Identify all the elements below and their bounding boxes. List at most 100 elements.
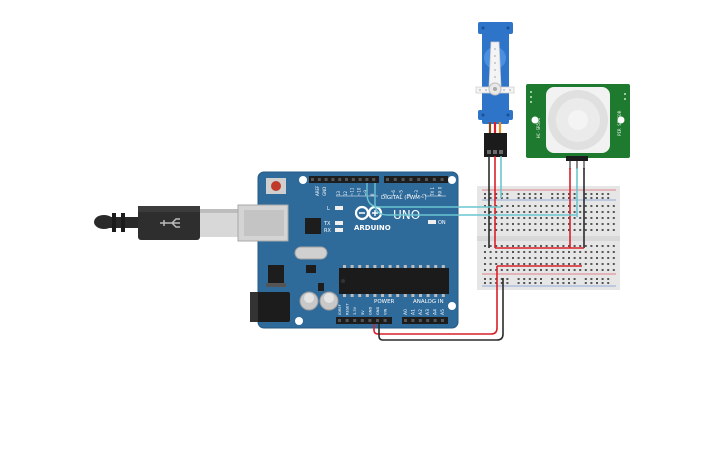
breadboard-hole[interactable] [601,223,604,225]
breadboard-hole[interactable] [512,263,514,265]
breadboard-hole[interactable] [506,278,509,280]
breadboard-hole[interactable] [596,197,598,199]
breadboard-hole[interactable] [540,197,542,199]
header-pin[interactable] [404,319,407,322]
breadboard-hole[interactable] [484,263,486,265]
header-pin[interactable] [393,178,397,181]
breadboard-hole[interactable] [517,193,520,195]
breadboard-hole[interactable] [484,217,486,219]
breadboard-hole[interactable] [528,269,531,271]
breadboard-hole[interactable] [528,193,531,195]
breadboard-hole[interactable] [579,245,582,247]
breadboard-hole[interactable] [584,223,587,225]
breadboard-hole[interactable] [607,229,610,231]
breadboard-hole[interactable] [590,217,593,219]
breadboard-hole[interactable] [562,245,565,247]
breadboard-hole[interactable] [540,217,542,219]
breadboard-hole[interactable] [556,223,559,225]
breadboard-hole[interactable] [540,278,542,280]
breadboard-hole[interactable] [584,257,587,259]
breadboard-hole[interactable] [601,211,604,213]
breadboard-hole[interactable] [540,251,542,253]
breadboard-hole[interactable] [517,251,520,253]
header-pin[interactable] [426,319,430,322]
breadboard-hole[interactable] [551,263,554,265]
breadboard-hole[interactable] [573,257,576,259]
breadboard-hole[interactable] [551,197,554,199]
breadboard-hole[interactable] [484,251,486,253]
breadboard-hole[interactable] [528,282,531,284]
breadboard-hole[interactable] [596,211,598,213]
breadboard-hole[interactable] [556,263,559,265]
breadboard-hole[interactable] [523,251,526,253]
breadboard-hole[interactable] [579,223,582,225]
breadboard-hole[interactable] [601,205,604,207]
breadboard-hole[interactable] [528,257,531,259]
breadboard-hole[interactable] [495,211,498,213]
breadboard-hole[interactable] [596,205,598,207]
breadboard-hole[interactable] [489,211,492,213]
breadboard-hole[interactable] [573,245,576,247]
breadboard-hole[interactable] [545,269,548,271]
breadboard-hole[interactable] [556,278,559,280]
breadboard-hole[interactable] [607,217,610,219]
breadboard-hole[interactable] [568,263,570,265]
breadboard-hole[interactable] [551,278,554,280]
breadboard-hole[interactable] [506,263,509,265]
breadboard-hole[interactable] [568,278,570,280]
breadboard-hole[interactable] [528,251,531,253]
breadboard-hole[interactable] [528,263,531,265]
breadboard-hole[interactable] [489,269,492,271]
header-pin[interactable] [411,319,415,322]
breadboard-hole[interactable] [601,282,604,284]
breadboard-hole[interactable] [596,193,598,195]
breadboard-hole[interactable] [596,269,598,271]
breadboard-hole[interactable] [562,257,565,259]
breadboard-hole[interactable] [506,229,509,231]
breadboard-hole[interactable] [556,269,559,271]
breadboard-hole[interactable] [607,251,610,253]
breadboard-hole[interactable] [584,197,587,199]
header-pin[interactable] [433,319,437,322]
header-pin[interactable] [365,178,369,181]
breadboard-hole[interactable] [590,257,593,259]
breadboard-hole[interactable] [568,211,570,213]
breadboard-hole[interactable] [500,269,503,271]
breadboard-hole[interactable] [612,223,615,225]
wire-signal-servo[interactable] [366,183,501,208]
breadboard-hole[interactable] [573,263,576,265]
breadboard-hole[interactable] [523,263,526,265]
reset-button[interactable] [271,181,281,191]
breadboard-hole[interactable] [500,229,503,231]
breadboard-hole[interactable] [484,278,486,280]
breadboard-hole[interactable] [528,197,531,199]
breadboard-hole[interactable] [489,229,492,231]
breadboard-hole[interactable] [489,205,492,207]
breadboard-hole[interactable] [596,229,598,231]
breadboard-hole[interactable] [568,197,570,199]
wire-5v[interactable] [373,266,498,335]
breadboard-hole[interactable] [562,278,565,280]
breadboard-hole[interactable] [612,251,615,253]
breadboard-hole[interactable] [584,217,587,219]
breadboard-hole[interactable] [573,193,576,195]
breadboard-hole[interactable] [590,282,593,284]
breadboard-hole[interactable] [489,278,492,280]
breadboard-hole[interactable] [556,282,559,284]
breadboard-hole[interactable] [500,205,503,207]
breadboard-hole[interactable] [517,211,520,213]
breadboard-hole[interactable] [512,257,514,259]
breadboard-hole[interactable] [534,217,537,219]
breadboard-hole[interactable] [601,193,604,195]
breadboard-hole[interactable] [495,245,498,247]
breadboard-hole[interactable] [545,223,548,225]
breadboard-hole[interactable] [556,245,559,247]
breadboard-hole[interactable] [489,223,492,225]
breadboard-hole[interactable] [596,282,598,284]
breadboard-hole[interactable] [506,251,509,253]
breadboard-hole[interactable] [534,278,537,280]
breadboard-hole[interactable] [612,245,615,247]
header-pin[interactable] [338,319,341,322]
breadboard-hole[interactable] [534,263,537,265]
header-pin[interactable] [417,178,421,181]
